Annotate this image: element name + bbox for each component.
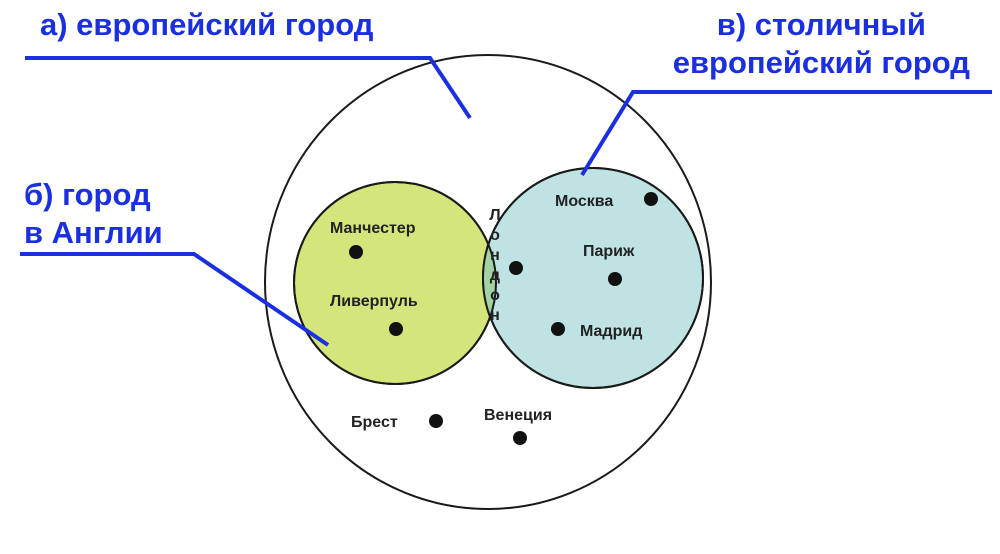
london-letter: н [490,247,500,264]
leader-line-a [25,56,472,120]
dot-paris [608,272,622,286]
label-brest: Брест [351,414,398,431]
leader-line-v [580,90,992,177]
label-venice: Венеция [484,407,552,424]
dot-madrid [551,322,565,336]
dot-liverpool [389,322,403,336]
label-england-line2: в Англии [24,215,163,250]
label-madrid: Мадрид [580,323,642,340]
dot-manchester [349,245,363,259]
dot-venice [513,431,527,445]
dot-moscow [644,192,658,206]
label-capital-european-city: в) столичный европейский город [673,6,970,82]
london-letter: н [490,307,500,324]
london-letter: д [490,267,500,284]
leader-line-b [20,252,330,347]
dot-london [509,261,523,275]
label-city-in-england: б) город в Англии [24,176,163,252]
label-paris: Париж [583,243,635,260]
circle-england [293,181,497,385]
label-england-line1: б) город [24,177,151,212]
london-letter: Л [489,207,500,224]
label-manchester: Манчестер [330,220,416,237]
label-moscow: Москва [555,193,613,210]
dot-brest [429,414,443,428]
label-london: Л о н д о н [489,207,500,324]
label-european-city: а) европейский город [40,7,374,42]
label-liverpool: Ливерпуль [330,293,418,310]
london-letter: о [490,227,500,244]
london-letter: о [490,287,500,304]
label-capital-line1: в) столичный [716,7,926,42]
label-capital-line2: европейский город [672,45,970,80]
